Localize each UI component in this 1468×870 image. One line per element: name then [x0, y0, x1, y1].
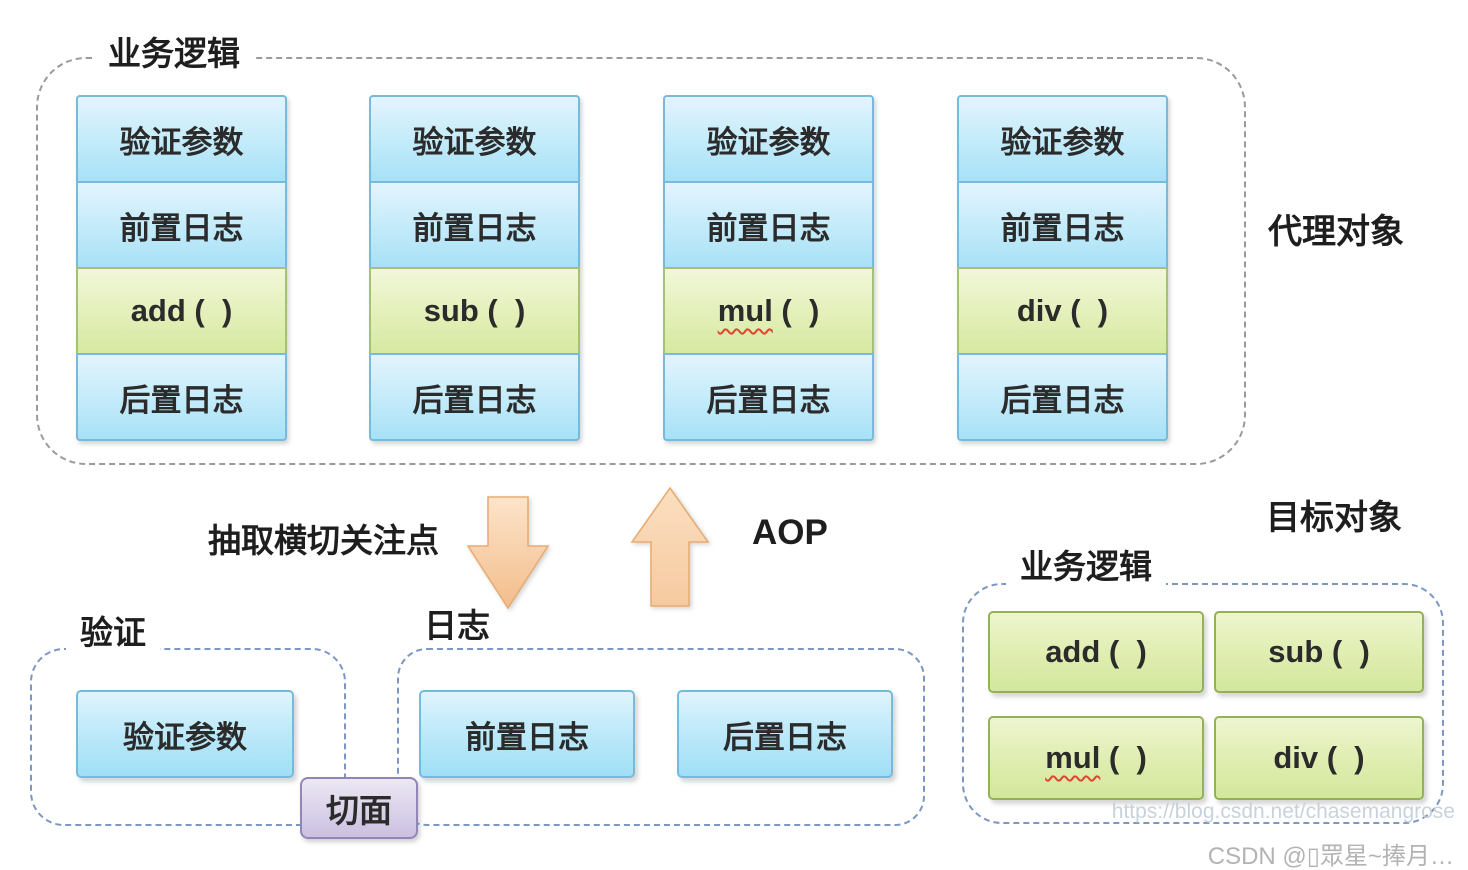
proxy-column-div: 验证参数 前置日志 div ( ) 后置日志 — [957, 95, 1168, 441]
after-log-box: 后置日志 — [677, 690, 893, 778]
mul-misspelled-text: mul — [717, 293, 773, 328]
proxy-section-border — [36, 57, 1246, 465]
cell-method-mul: mul ( ) — [663, 267, 874, 355]
up-arrow-icon — [630, 486, 710, 607]
cell-method-add: add ( ) — [76, 267, 287, 355]
cell-method-div: div ( ) — [957, 267, 1168, 355]
watermark-credit: CSDN @▯眾星~捧月… — [1207, 843, 1454, 870]
cell-after-log: 后置日志 — [663, 353, 874, 441]
watermark-url: https://blog.csdn.net/chasemangrose — [1111, 800, 1455, 823]
target-section-border — [962, 583, 1444, 824]
cell-after-log: 后置日志 — [957, 353, 1168, 441]
down-arrow-icon — [466, 496, 550, 610]
cell-before-log: 前置日志 — [76, 181, 287, 269]
target-object-label: 目标对象 — [1266, 499, 1402, 537]
target-method-add: add ( ) — [988, 611, 1204, 693]
cell-after-log: 后置日志 — [76, 353, 287, 441]
target-method-div: div ( ) — [1214, 716, 1424, 800]
mul-misspelled-text: mul — [1045, 740, 1101, 775]
proxy-column-mul: 验证参数 前置日志 mul ( ) 后置日志 — [663, 95, 874, 441]
cell-before-log: 前置日志 — [663, 181, 874, 269]
aspect-badge: 切面 — [300, 777, 418, 839]
mul-parens-text: ( ) — [772, 293, 820, 328]
log-aspect-title: 日志 — [410, 606, 504, 646]
log-aspect-border — [397, 648, 925, 826]
validate-params-box: 验证参数 — [76, 690, 294, 778]
cell-validate-params: 验证参数 — [369, 95, 580, 183]
cell-before-log: 前置日志 — [957, 181, 1168, 269]
before-log-box: 前置日志 — [419, 690, 635, 778]
cell-after-log: 后置日志 — [369, 353, 580, 441]
proxy-object-label: 代理对象 — [1268, 213, 1404, 251]
target-method-mul: mul ( ) — [988, 716, 1204, 800]
cell-before-log: 前置日志 — [369, 181, 580, 269]
target-method-sub: sub ( ) — [1214, 611, 1424, 693]
cell-validate-params: 验证参数 — [76, 95, 287, 183]
mul-parens-text: ( ) — [1100, 740, 1147, 775]
cell-validate-params: 验证参数 — [663, 95, 874, 183]
aop-label: AOP — [752, 513, 828, 552]
cell-validate-params: 验证参数 — [957, 95, 1168, 183]
proxy-column-sub: 验证参数 前置日志 sub ( ) 后置日志 — [369, 95, 580, 441]
validation-aspect-title: 验证 — [66, 613, 160, 653]
proxy-column-add: 验证参数 前置日志 add ( ) 后置日志 — [76, 95, 287, 441]
validation-aspect-border — [30, 648, 346, 826]
proxy-section-title: 业务逻辑 — [94, 34, 254, 74]
extract-crosscut-label: 抽取横切关注点 — [208, 522, 439, 559]
target-section-title: 业务逻辑 — [1006, 547, 1166, 587]
cell-method-sub: sub ( ) — [369, 267, 580, 355]
